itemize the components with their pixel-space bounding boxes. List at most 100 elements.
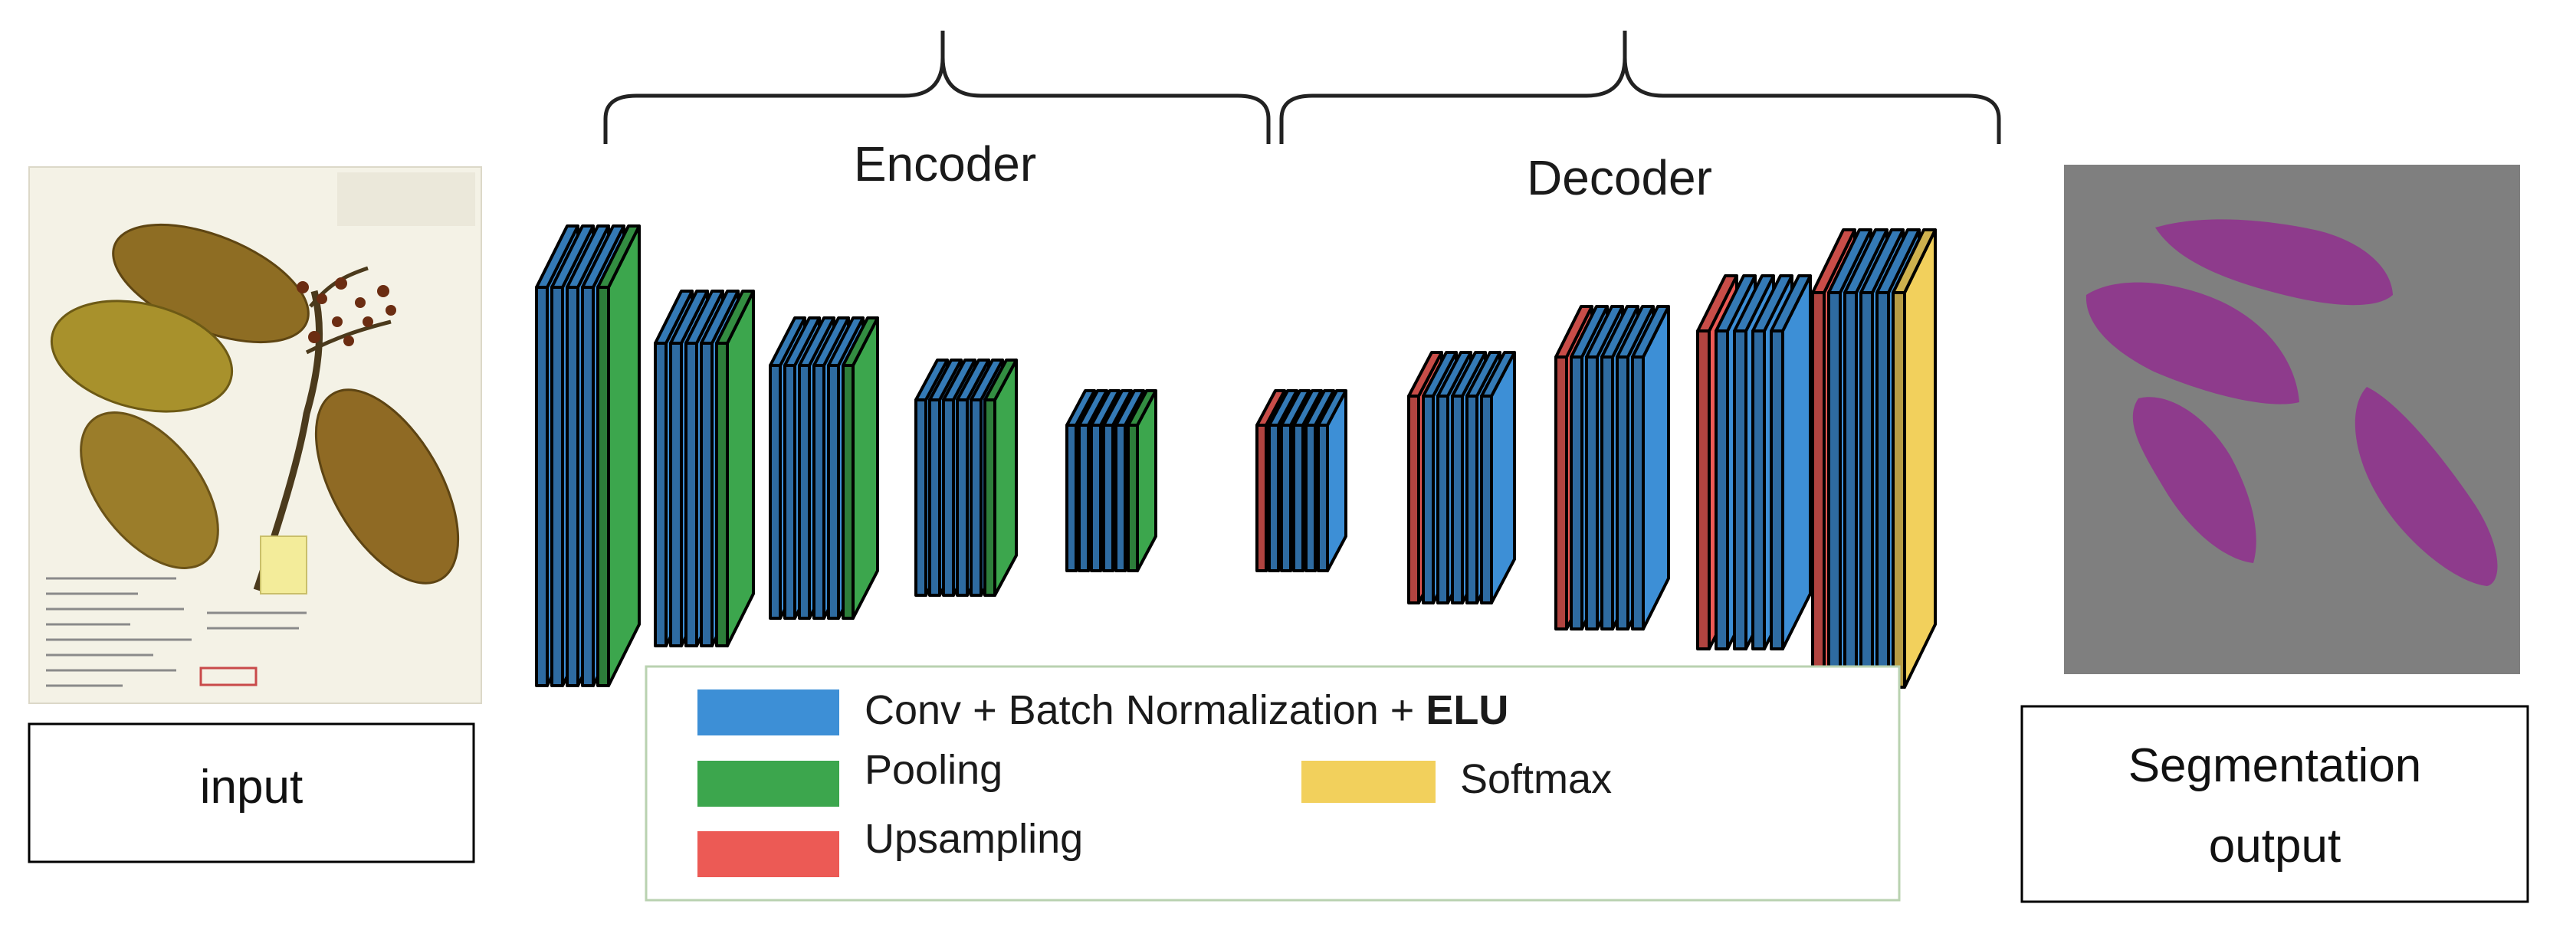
- encoder-label: Encoder: [854, 136, 1036, 192]
- mask-leaf-2: [2085, 282, 2299, 404]
- input-label: input: [200, 761, 303, 814]
- leaf-3: [80, 411, 219, 569]
- legend: Conv + Batch Normalization + ELU Pooling…: [645, 665, 1901, 902]
- layer-conv-front: [1065, 424, 1078, 572]
- layer-upsampling-front: [1554, 355, 1568, 630]
- layer-conv-front: [1280, 424, 1292, 572]
- layer-conv-front: [1827, 291, 1842, 689]
- layer-conv-front: [535, 286, 549, 687]
- layer-conv-front: [914, 398, 927, 597]
- legend-label-conv-bold: ELU: [1426, 687, 1508, 733]
- layer-conv-front: [654, 342, 668, 647]
- legend-label-pooling: Pooling: [865, 747, 1003, 793]
- output-label-line2: output: [2209, 820, 2341, 873]
- layer-conv-front: [812, 364, 825, 620]
- output-label-line1: Segmentation: [2128, 739, 2422, 792]
- layer-conv-front: [1733, 329, 1747, 650]
- layer-upsampling-front: [1696, 329, 1711, 650]
- layer-conv-front: [1114, 424, 1127, 572]
- layer-conv-side: [1642, 305, 1670, 630]
- leaf-2: [50, 300, 234, 413]
- encoder-block-5: [1065, 389, 1157, 572]
- layer-conv-front: [1304, 424, 1317, 572]
- layer-conv-front: [783, 364, 796, 620]
- layer-conv-front: [1631, 355, 1645, 630]
- decoder-brace: [1279, 31, 2001, 144]
- layer-conv-front: [928, 398, 941, 597]
- legend-label-upsampling: Upsampling: [865, 816, 1083, 862]
- layer-upsampling-front: [1255, 424, 1268, 572]
- layer-conv-front: [1616, 355, 1629, 630]
- legend-label-conv-text: Conv + Batch Normalization +: [865, 687, 1426, 733]
- legend-label-conv: Conv + Batch Normalization + ELU: [865, 687, 1508, 733]
- legend-swatch-upsampling: [697, 831, 839, 877]
- layer-conv-front: [581, 286, 595, 687]
- input-label-box: input: [28, 722, 475, 863]
- layer-conv-front: [1422, 395, 1435, 604]
- layer-conv-front: [1751, 329, 1766, 650]
- layer-conv-front: [1078, 424, 1090, 572]
- layer-conv-front: [1715, 329, 1729, 650]
- layer-pool-side: [607, 224, 641, 687]
- mask-leaf-3: [2132, 397, 2256, 563]
- layer-pool-front: [842, 364, 855, 620]
- layer-conv-front: [798, 364, 811, 620]
- layer-conv-front: [1317, 424, 1329, 572]
- layer-conv-front: [1465, 395, 1478, 604]
- layer-softmax-side: [1903, 228, 1937, 689]
- layer-pool-side: [726, 290, 755, 647]
- layer-conv-front: [1585, 355, 1599, 630]
- layer-conv-front: [769, 364, 782, 620]
- layer-conv-front: [942, 398, 955, 597]
- mask-leaf-1: [2155, 219, 2393, 306]
- layer-conv-front: [684, 342, 698, 647]
- layer-conv-front: [1600, 355, 1614, 630]
- decoder-label: Decoder: [1527, 150, 1712, 205]
- layer-conv-front: [1843, 291, 1858, 689]
- decoder-block-9: [1696, 274, 1812, 650]
- encoder-brace: [603, 31, 1271, 144]
- layer-conv-front: [1436, 395, 1449, 604]
- layer-conv-front: [1102, 424, 1114, 572]
- layer-conv-front: [669, 342, 683, 647]
- leaf-4: [314, 388, 460, 585]
- output-label-box: Segmentation output: [2020, 705, 2529, 903]
- layer-conv-front: [1875, 291, 1890, 689]
- input-image: [28, 166, 482, 704]
- legend-swatch-pooling: [697, 761, 839, 807]
- decoder-block-8: [1554, 305, 1670, 630]
- layer-pool-front: [715, 342, 729, 647]
- mask-leaf-4: [2354, 387, 2498, 586]
- layer-conv-front: [827, 364, 840, 620]
- layer-conv-front: [1292, 424, 1304, 572]
- layer-pool-front: [983, 398, 996, 597]
- legend-label-softmax: Softmax: [1460, 756, 1612, 802]
- layer-conv-front: [700, 342, 714, 647]
- layer-conv-front: [550, 286, 564, 687]
- layer-conv-front: [1570, 355, 1583, 630]
- layer-upsampling-front: [1407, 395, 1420, 604]
- layer-conv-front: [1090, 424, 1102, 572]
- layer-conv-front: [970, 398, 983, 597]
- layer-conv-front: [1859, 291, 1874, 689]
- layer-softmax-front: [1892, 291, 1906, 689]
- layer-conv-front: [566, 286, 579, 687]
- network-blocks: [535, 224, 1937, 689]
- layer-conv-front: [1451, 395, 1464, 604]
- decoder-block-10: [1811, 228, 1937, 689]
- legend-swatch-softmax: [1301, 761, 1436, 803]
- decoder-block-6: [1255, 389, 1347, 572]
- output-image: [2064, 165, 2520, 674]
- layer-conv-front: [956, 398, 969, 597]
- layer-conv-side: [1781, 274, 1812, 650]
- encoder-block-1: [535, 224, 641, 687]
- layer-pool-side: [852, 316, 879, 620]
- layer-upsampling-front: [1811, 291, 1826, 689]
- layer-conv-front: [1480, 395, 1493, 604]
- encoder-block-3: [769, 316, 879, 620]
- layer-pool-front: [596, 286, 610, 687]
- layer-conv-front: [1770, 329, 1784, 650]
- encoder-block-2: [654, 290, 755, 647]
- legend-swatch-conv: [697, 689, 839, 735]
